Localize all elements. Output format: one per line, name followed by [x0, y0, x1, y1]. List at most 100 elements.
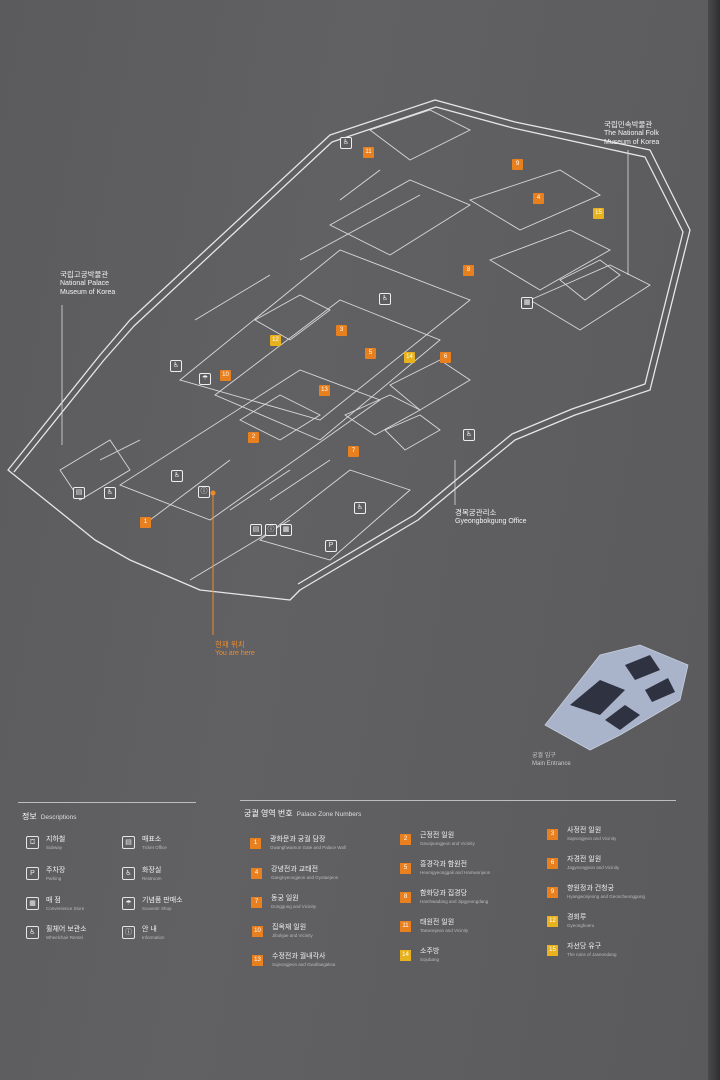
zone-num-5: 5 — [400, 863, 411, 874]
desc-ko: 화장실 — [142, 867, 162, 874]
store-icon[interactable]: ▦ — [280, 524, 292, 536]
map-marker-2[interactable]: 2 — [248, 432, 259, 443]
map-marker-11[interactable]: 11 — [363, 147, 374, 158]
zone-item-13: 수정전과 궐내각사 Sujeongjeon and Gwollaegaksa — [272, 953, 335, 969]
zone-num-12: 12 — [547, 916, 558, 927]
map-marker-7[interactable]: 7 — [348, 446, 359, 457]
inset-label: 궁궐 입구 Main Entrance — [532, 752, 571, 768]
desc-en: Information — [142, 935, 165, 940]
wheelchair-icon[interactable]: ♿ — [171, 470, 183, 482]
desc-item-parking: 주차장 Parking — [46, 867, 65, 883]
ticket-icon[interactable]: ▤ — [73, 487, 85, 499]
restroom-icon[interactable]: ♿ — [340, 137, 352, 149]
folk-museum-ko: 국립민속박물관 — [604, 120, 653, 129]
zone-num-10: 10 — [252, 926, 263, 937]
map-marker-1[interactable]: 1 — [140, 517, 151, 528]
wheelchair-icon: ♿ — [26, 926, 39, 939]
zone-num-1: 1 — [250, 838, 261, 849]
board-edge — [708, 0, 720, 1080]
zone-en: Jibokjae and Vicinity — [272, 933, 313, 938]
zone-ko: 함화당과 집경당 — [420, 890, 468, 897]
you-are-here-ko: 현재 위치 — [215, 640, 245, 649]
zone-num-6: 6 — [547, 858, 558, 869]
souvenir-icon[interactable]: ☂ — [199, 373, 211, 385]
map-marker-15[interactable]: 15 — [593, 208, 604, 219]
desc-ko: 지하철 — [46, 836, 66, 843]
zone-ko: 자선당 유구 — [567, 943, 602, 950]
map-marker-5[interactable]: 5 — [365, 348, 376, 359]
zone-ko: 자경전 일원 — [567, 856, 602, 863]
desc-en: Subway — [46, 845, 63, 850]
office-ko: 경복궁관리소 — [455, 508, 497, 517]
restroom-icon[interactable]: ♿ — [354, 502, 366, 514]
desc-ko: 휠체어 보관소 — [46, 926, 87, 933]
map-marker-4[interactable]: 4 — [533, 193, 544, 204]
folk-museum-en-1: The National Folk — [604, 130, 659, 137]
desc-ko: 주차장 — [46, 867, 66, 874]
map-marker-14[interactable]: 14 — [404, 352, 415, 363]
zone-item-11: 태원전 일원 Taewonjeon and Vicinity — [420, 919, 468, 935]
zone-en: Gangnyeongjeon and Gyotaejeon — [271, 875, 339, 880]
desc-ko: 기념품 판매소 — [142, 897, 183, 904]
restroom-icon[interactable]: ♿ — [379, 293, 391, 305]
subway-icon: ⛋ — [26, 836, 39, 849]
desc-en: Ticket Office — [142, 845, 167, 850]
map-marker-3[interactable]: 3 — [336, 325, 347, 336]
desc-en: Souvenir Shop — [142, 906, 172, 911]
zone-en: Taewonjeon and Vicinity — [420, 928, 469, 933]
info-icon[interactable]: ⓘ — [198, 486, 210, 498]
info-icon[interactable]: ⓘ — [265, 524, 277, 536]
desc-ko: 매표소 — [142, 836, 162, 843]
palace-museum-en-1: National Palace — [60, 280, 110, 287]
map-marker-12[interactable]: 12 — [270, 335, 281, 346]
zone-ko: 태원전 일원 — [420, 919, 455, 926]
zone-ko: 근정전 일원 — [420, 832, 455, 839]
zone-ko: 수정전과 궐내각사 — [272, 953, 326, 960]
zone-en: Donggung and Vicinity — [271, 904, 316, 909]
zone-num-3: 3 — [547, 829, 558, 840]
map-marker-9[interactable]: 9 — [512, 159, 523, 170]
store-icon: ▦ — [26, 897, 39, 910]
zone-ko: 향원정과 건청궁 — [567, 885, 615, 892]
map-marker-8[interactable]: 8 — [463, 265, 474, 276]
zone-num-4: 4 — [251, 868, 262, 879]
desc-ko: 안 내 — [142, 926, 157, 933]
ticket-icon[interactable]: ▤ — [250, 524, 262, 536]
desc-item-info: 안 내 Information — [142, 926, 165, 942]
desc-en: Parking — [46, 876, 62, 881]
zone-num-15: 15 — [547, 945, 558, 956]
souvenir-icon: ☂ — [122, 897, 135, 910]
desc-en: Restroom — [142, 876, 162, 881]
map-marker-10[interactable]: 10 — [220, 370, 231, 381]
zone-num-11: 11 — [400, 921, 411, 932]
desc-ko: 매 점 — [46, 897, 61, 904]
palace-museum-ko: 국립고궁박물관 — [60, 270, 109, 279]
office-label: 경복궁관리소 Gyeongbokgung Office — [455, 508, 526, 526]
folk-museum-en-2: Museum of Korea — [604, 139, 660, 146]
zone-ko: 광화문과 궁궐 담장 — [270, 836, 326, 843]
parking-icon: P — [26, 867, 39, 880]
restroom-icon[interactable]: ♿ — [104, 487, 116, 499]
map-marker-6[interactable]: 6 — [440, 352, 451, 363]
restroom-icon[interactable]: ♿ — [170, 360, 182, 372]
store-icon[interactable]: ▦ — [521, 297, 533, 309]
palace-museum-en-2: Museum of Korea — [60, 289, 116, 296]
legend-rule-left — [18, 802, 196, 803]
map-marker-13[interactable]: 13 — [319, 385, 330, 396]
zone-en: Sujeongjeon and Gwollaegaksa — [272, 962, 336, 967]
restroom-icon[interactable]: ♿ — [463, 429, 475, 441]
zone-num-13: 13 — [252, 955, 263, 966]
descriptions-ko: 정보 — [22, 812, 37, 821]
parking-icon[interactable]: P — [325, 540, 337, 552]
